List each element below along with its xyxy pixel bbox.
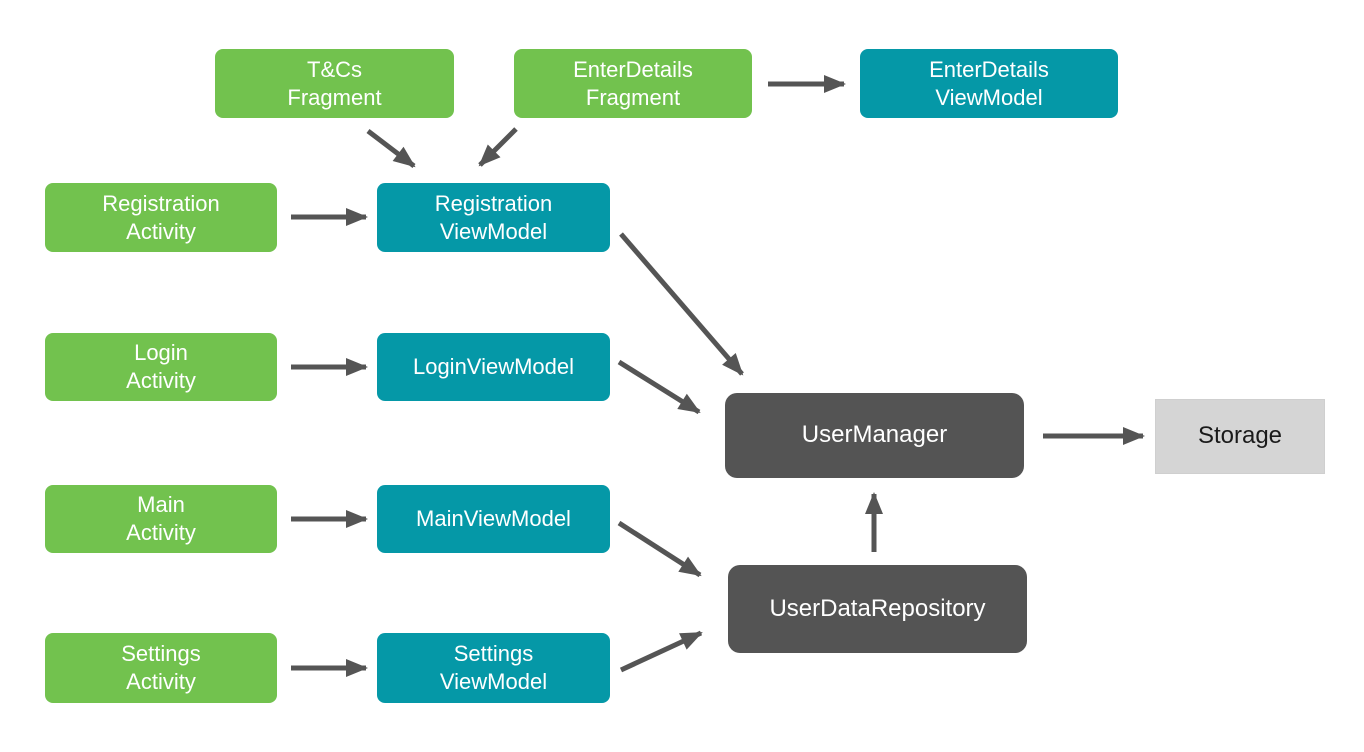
node-tcs-fragment: T&Cs Fragment	[215, 49, 454, 118]
arrow-registration-viewmodel-to-usermanager	[619, 232, 744, 376]
node-storage: Storage	[1155, 399, 1325, 474]
node-login-viewmodel: LoginViewModel	[377, 333, 610, 401]
node-registration-viewmodel: Registration ViewModel	[377, 183, 610, 252]
node-enterdetails-fragment: EnterDetails Fragment	[514, 49, 752, 118]
node-usermanager: UserManager	[725, 393, 1024, 478]
arrow-tcs-fragment-to-registration-viewmodel	[366, 129, 416, 168]
arrow-settings-viewmodel-to-userdatarepository	[619, 630, 703, 673]
node-settings-activity: Settings Activity	[45, 633, 277, 703]
arrow-login-viewmodel-to-usermanager	[617, 359, 701, 415]
arrow-main-viewmodel-to-userdatarepository	[617, 520, 702, 578]
node-userdatarepository: UserDataRepository	[728, 565, 1027, 653]
arrow-enterdetails-fragment-to-registration-viewmodel	[478, 127, 518, 167]
node-enterdetails-viewmodel: EnterDetails ViewModel	[860, 49, 1118, 118]
node-main-viewmodel: MainViewModel	[377, 485, 610, 553]
node-main-activity: Main Activity	[45, 485, 277, 553]
node-registration-activity: Registration Activity	[45, 183, 277, 252]
node-login-activity: Login Activity	[45, 333, 277, 401]
node-settings-viewmodel: Settings ViewModel	[377, 633, 610, 703]
